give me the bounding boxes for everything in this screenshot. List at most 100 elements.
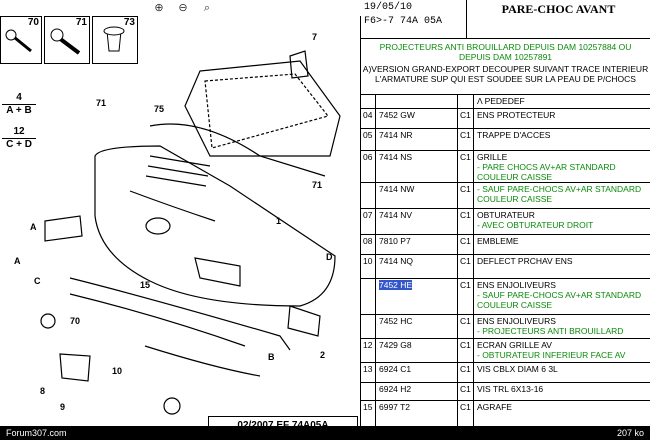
quantity: C1	[460, 256, 471, 266]
callout-label: 2	[320, 350, 326, 360]
description-main: AGRAFE	[477, 402, 512, 412]
table-row[interactable]: 04 7452 GW C1 ENS PROTECTEUR	[361, 108, 650, 129]
table-row[interactable]: 7452 HE C1 ENS ENJOLIVEURS- SAUF PARE-CHOC…	[361, 278, 650, 315]
description-main: VIS TRL 6X13-16	[477, 384, 544, 394]
fastener-number: 71	[75, 17, 87, 28]
part-reference[interactable]: 7452 HE	[379, 280, 413, 290]
rivet-icon	[103, 26, 125, 52]
fastener-70: 70	[0, 16, 42, 64]
fastener-73: 73	[92, 16, 138, 64]
part-description: ECRAN GRILLE AV- OBTURATEUR INFERIEUR FA…	[477, 340, 647, 360]
part-description: EMBLEME	[477, 236, 647, 246]
callout-label: 1	[276, 216, 282, 226]
description-note: - OBTURATEUR INFERIEUR FACE AV	[477, 350, 626, 360]
description-note: - AVEC OBTURATEUR DROIT	[477, 220, 594, 230]
description-note: - SAUF PARE-CHOCS AV+AR STANDARD COULEUR…	[477, 184, 642, 204]
quantity: C1	[460, 110, 471, 120]
callout-label: 8	[40, 386, 46, 396]
description-main: TRAPPE D'ACCES	[477, 130, 551, 140]
description-main: VIS CBLX DIAM 6 3L	[477, 364, 558, 374]
item-number: 04	[363, 110, 373, 120]
table-row[interactable]: 12 7429 G8 C1 ECRAN GRILLE AV- OBTURATEUR I…	[361, 338, 650, 363]
quantity: C1	[460, 402, 471, 412]
callout-label: C	[34, 276, 41, 286]
parts-list-header: 19/05/10 F6>-7 74A 05A PARE-CHOC AVANT	[361, 0, 650, 39]
part-reference: 7429 G8	[379, 340, 412, 350]
description-note: - SAUF PARE-CHOCS AV+AR STANDARD COULEUR…	[477, 290, 642, 310]
part-description: DEFLECT PRCHAV ENS	[477, 256, 647, 266]
fraction-bottom: A + B	[2, 104, 36, 116]
item-number: 08	[363, 236, 373, 246]
table-row[interactable]: 08 7810 P7 C1 EMBLEME	[361, 234, 650, 255]
description-note: - PROJECTEURS ANTI BROUILLARD	[477, 326, 624, 336]
callout-label: 71	[96, 98, 107, 108]
part-reference: 7810 P7	[379, 236, 411, 246]
quantity: C1	[460, 340, 471, 350]
quantity: C1	[460, 364, 471, 374]
screw-icon	[5, 29, 32, 53]
callout-label: 71	[312, 180, 323, 190]
table-row[interactable]: 13 6924 C1 C1 VIS CBLX DIAM 6 3L	[361, 362, 650, 383]
quantity: C1	[460, 236, 471, 246]
callout-label: 15	[140, 280, 151, 290]
zoom-out-button[interactable]: ⊖	[178, 2, 188, 14]
description-main: OBTURATEUR	[477, 210, 535, 220]
quantity: C1	[460, 130, 471, 140]
description-main: EMBLEME	[477, 236, 519, 246]
part-reference: 7414 NV	[379, 210, 413, 220]
header-ref: 19/05/10 F6>-7 74A 05A	[364, 1, 442, 29]
fastener-number: 73	[123, 17, 135, 28]
viewer-toolbar: ⊕ ⊖ ⌕	[0, 0, 360, 16]
part-description: GRILLE- PARE CHOCS AV+AR STANDARD COULEU…	[477, 152, 647, 182]
part-reference: 7414 NW	[379, 184, 415, 194]
callout-label: 75	[154, 104, 165, 114]
description-main: GRILLE	[477, 152, 508, 162]
header-date: 19/05/10	[364, 2, 413, 13]
zoom-in-button[interactable]: ⊕	[154, 2, 164, 14]
description-main: Λ PEDEDEF	[477, 96, 525, 106]
note-text: A)VERSION GRAND-EXPORT DECOUPER SUIVANT …	[362, 64, 649, 74]
item-number: 13	[363, 364, 373, 374]
part-description: AGRAFE	[477, 402, 647, 412]
part-reference: 7452 GW	[379, 110, 415, 120]
status-site: Forum307.com	[6, 428, 67, 438]
part-reference: 6924 C1	[379, 364, 412, 374]
part-description: ENS PROTECTEUR	[477, 110, 647, 120]
quantity: C1	[460, 210, 471, 220]
callout-label: 10	[112, 366, 123, 376]
fraction-top: 12	[13, 126, 25, 137]
description-main: ENS ENJOLIVEURS	[477, 280, 556, 290]
description-main: ENS ENJOLIVEURS	[477, 316, 556, 326]
page-title: PARE-CHOC AVANT	[501, 2, 616, 16]
status-size: 207 ko	[616, 428, 644, 438]
quantity: C1	[460, 184, 471, 194]
fraction-bottom: C + D	[2, 138, 36, 150]
item-number: 05	[363, 130, 373, 140]
bumper-drawing	[40, 50, 341, 415]
item-number: 12	[363, 340, 373, 350]
part-reference: 7414 NS	[379, 152, 413, 162]
fastener-number: 70	[27, 17, 39, 28]
description-note: - PARE CHOCS AV+AR STANDARD COULEUR CAIS…	[477, 162, 616, 182]
table-row[interactable]: 7414 NW C1 - SAUF PARE-CHOCS AV+AR STANDAR…	[361, 182, 650, 209]
callout-label: 70	[70, 316, 81, 326]
part-reference: 7452 HC	[379, 316, 413, 326]
zoom-fit-button[interactable]: ⌕	[203, 2, 211, 14]
callout-label: 7	[312, 32, 318, 42]
fraction-top: 4	[16, 92, 22, 103]
quantity: C1	[460, 280, 471, 290]
status-bar: Forum307.com 207 ko	[0, 426, 650, 440]
item-number: 06	[363, 152, 373, 162]
part-reference: 7414 NQ	[379, 256, 414, 266]
note-text: L'ARMATURE SUP QUI EST SOUDEE SUR LA PEA…	[375, 74, 636, 84]
callout-label: B	[268, 352, 275, 362]
table-row[interactable]: Λ PEDEDEF	[361, 94, 650, 109]
part-description: OBTURATEUR- AVEC OBTURATEUR DROIT	[477, 210, 647, 230]
